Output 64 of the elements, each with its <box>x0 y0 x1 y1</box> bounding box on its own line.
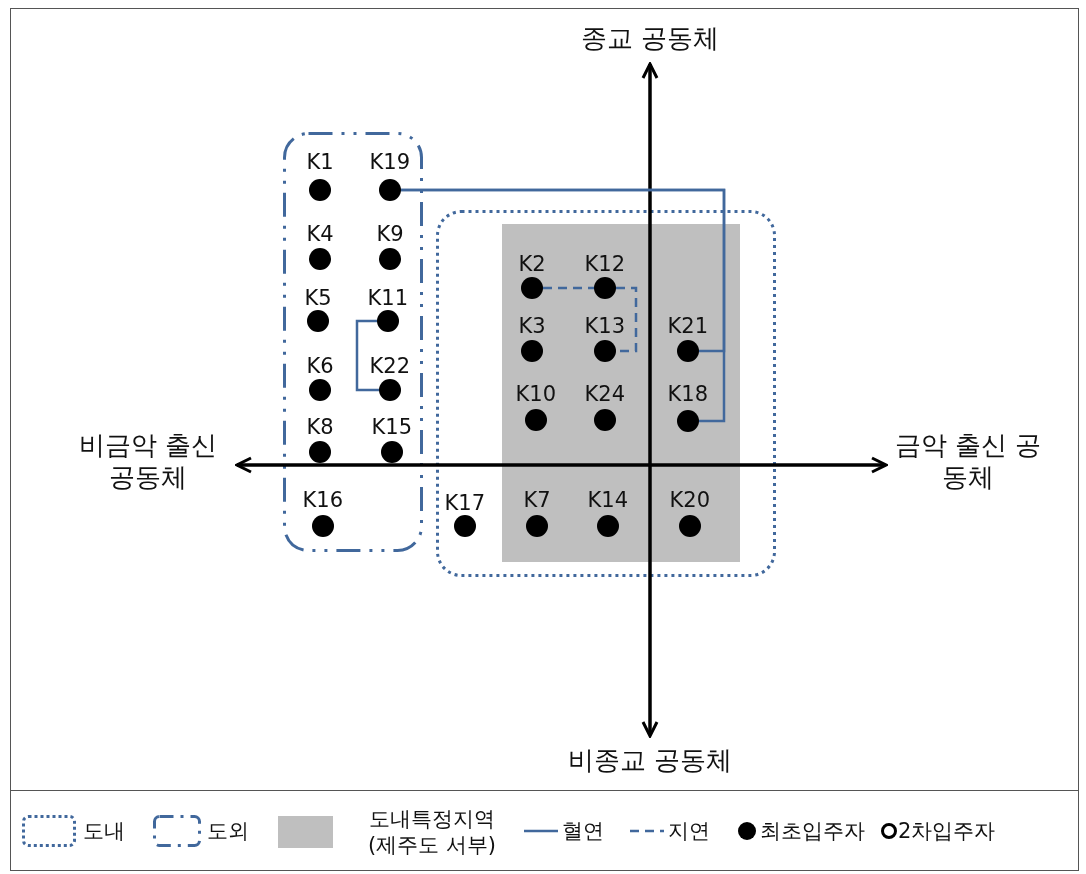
axis-label: 비종교 공동체 <box>568 744 733 776</box>
filled-dot <box>309 179 331 201</box>
axis-label: 비금악 출신 공동체 <box>77 429 219 493</box>
dash-dot-region-outline <box>283 132 423 552</box>
node-label: K2 <box>518 252 546 276</box>
node-label: K16 <box>302 488 343 512</box>
node-label: K18 <box>667 382 708 406</box>
filled-dot <box>379 379 401 401</box>
filled-dot <box>379 179 401 201</box>
legend-label: 혈연 <box>562 818 604 844</box>
filled-dot <box>526 515 548 537</box>
node-label: K14 <box>587 488 628 512</box>
axis-label: 금악 출신 공동체 <box>893 429 1043 493</box>
legend-label: 2차입주자 <box>898 818 996 844</box>
filled-dot <box>309 379 331 401</box>
node-label: K9 <box>376 222 404 246</box>
node-label: K3 <box>518 314 546 338</box>
node-label: K4 <box>306 222 334 246</box>
node-label: K8 <box>306 415 334 439</box>
node-label: K21 <box>667 314 708 338</box>
filled-dot <box>594 277 616 299</box>
dashed-connector <box>616 286 638 353</box>
node-label: K6 <box>306 354 334 378</box>
node-label: K20 <box>669 488 710 512</box>
legend-label: 최초입주자 <box>760 818 865 844</box>
filled-dot <box>525 409 547 431</box>
node-label: K1 <box>306 150 334 174</box>
node-label: K7 <box>523 488 551 512</box>
node-label: K13 <box>584 314 625 338</box>
filled-dot <box>454 515 476 537</box>
filled-dot <box>309 248 331 270</box>
filled-dot <box>377 310 399 332</box>
filled-dot <box>521 277 543 299</box>
node-label: K11 <box>367 286 408 310</box>
connector-line <box>401 188 726 423</box>
filled-dot <box>594 340 616 362</box>
connector-line <box>355 319 379 392</box>
filled-dot <box>679 515 701 537</box>
node-label: K5 <box>304 286 332 310</box>
filled-dot <box>312 515 334 537</box>
legend-label: 도외 <box>207 818 249 844</box>
node-label: K10 <box>515 382 556 406</box>
node-label: K12 <box>584 252 625 276</box>
legend-label: 지연 <box>668 818 710 844</box>
legend-label: 도내 <box>83 818 125 844</box>
filled-dot <box>677 340 699 362</box>
filled-dot <box>309 441 331 463</box>
node-label: K24 <box>584 382 625 406</box>
filled-dot <box>307 310 329 332</box>
filled-dot <box>521 340 543 362</box>
legend-label: 도내특정지역 (제주도 서부) <box>366 806 498 858</box>
filled-dot <box>379 248 401 270</box>
dotted-region-outline <box>436 210 776 577</box>
shaded-region <box>502 224 740 562</box>
node-label: K15 <box>371 415 412 439</box>
filled-dot <box>597 515 619 537</box>
filled-dot <box>677 410 699 432</box>
dashed-connector <box>543 286 594 290</box>
node-label: K22 <box>369 354 410 378</box>
node-label: K19 <box>369 150 410 174</box>
node-label: K17 <box>444 491 485 515</box>
filled-dot <box>594 409 616 431</box>
filled-dot <box>381 441 403 463</box>
axis-label: 종교 공동체 <box>581 22 720 54</box>
